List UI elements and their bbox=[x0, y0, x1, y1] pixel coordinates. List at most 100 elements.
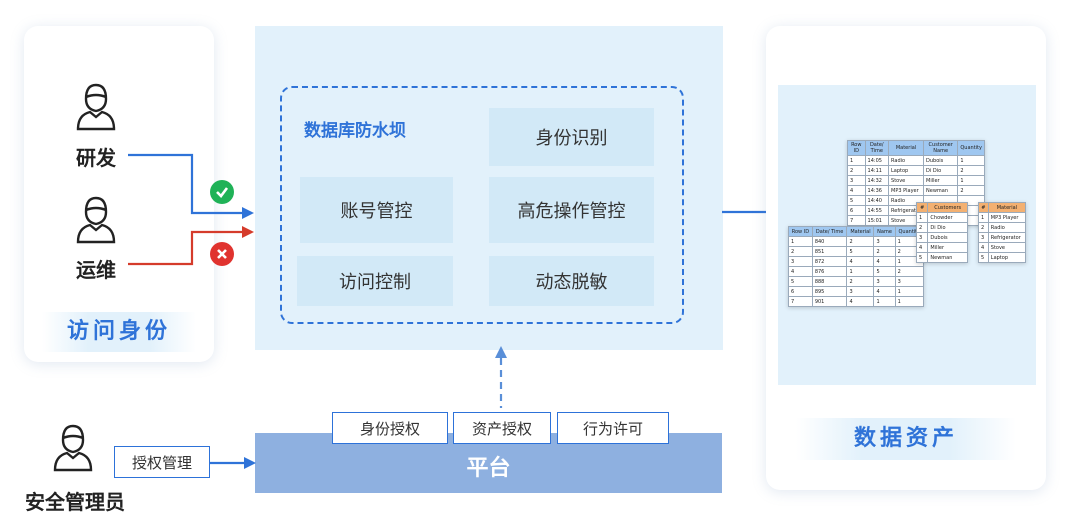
table-cell: 872 bbox=[811, 256, 848, 267]
table-cell: 3 bbox=[873, 236, 896, 247]
table-cell: Di Dio bbox=[922, 165, 959, 176]
feature-access-control: 访问控制 bbox=[297, 256, 453, 306]
table-cell: 2 bbox=[846, 236, 875, 247]
table-cell: Newman bbox=[927, 252, 968, 263]
table-cell: 1 bbox=[978, 212, 989, 223]
table-cell: 2 bbox=[788, 246, 813, 257]
cross-icon bbox=[210, 242, 234, 266]
table-cell: 895 bbox=[811, 286, 848, 297]
table-cell: 1 bbox=[873, 296, 896, 307]
table-cell: 2 bbox=[957, 165, 985, 176]
table-cell: 1 bbox=[846, 266, 875, 277]
table-cell: 1 bbox=[894, 296, 925, 307]
table-cell: Dubois bbox=[922, 155, 959, 166]
table-cell: 3 bbox=[978, 232, 989, 243]
table-cell: 1 bbox=[957, 175, 985, 186]
table-cell: 5 bbox=[788, 276, 813, 287]
table-cell: 14:32 bbox=[864, 175, 890, 186]
table-cell: 2 bbox=[894, 266, 925, 277]
table-cell: 14:55 bbox=[864, 205, 890, 216]
table-cell: 14:36 bbox=[864, 185, 890, 196]
table-cell: Refrigerator bbox=[987, 232, 1027, 243]
admin-label: 安全管理员 bbox=[25, 490, 125, 514]
data-assets-title: 数据资产 bbox=[796, 418, 1016, 460]
table-cell: 2 bbox=[846, 276, 875, 287]
table-cell: 2 bbox=[915, 222, 929, 233]
table-cell: 3 bbox=[894, 276, 925, 287]
table-cell: Miller bbox=[927, 242, 968, 253]
table-cell: Stove bbox=[888, 175, 924, 186]
admin-person-icon bbox=[52, 422, 94, 476]
table-cell: 5 bbox=[847, 195, 866, 206]
table-cell: 5 bbox=[846, 246, 875, 257]
table-cell: 851 bbox=[811, 246, 848, 257]
table-cell: Radio bbox=[987, 222, 1027, 233]
table-cell: 7 bbox=[847, 215, 866, 226]
role-label-ops: 运维 bbox=[76, 258, 116, 282]
table-cell: 1 bbox=[894, 286, 925, 297]
person-icon bbox=[76, 81, 116, 135]
role-label-rd: 研发 bbox=[76, 146, 116, 170]
table-cell: 4 bbox=[846, 296, 875, 307]
table-cell: Radio bbox=[888, 155, 924, 166]
tag-asset-authorization: 资产授权 bbox=[453, 412, 551, 444]
table-cell: Stove bbox=[987, 242, 1027, 253]
table-cell: 3 bbox=[847, 175, 866, 186]
authorization-management-tag: 授权管理 bbox=[114, 446, 210, 478]
table-cell: 888 bbox=[811, 276, 848, 287]
table-cell: 1 bbox=[847, 155, 866, 166]
table-cell: 5 bbox=[915, 252, 929, 263]
table-cell: 7 bbox=[788, 296, 813, 307]
dam-title: 数据库防水坝 bbox=[304, 121, 406, 141]
table-cell: Miller bbox=[922, 175, 959, 186]
table-cell: 876 bbox=[811, 266, 848, 277]
table-cell: 14:11 bbox=[864, 165, 890, 176]
access-identity-card: 研发 运维 访问身份 bbox=[24, 26, 214, 362]
table-cell: 2 bbox=[847, 165, 866, 176]
table-cell: 6 bbox=[788, 286, 813, 297]
table-cell: MP3 Player bbox=[987, 212, 1027, 223]
table-cell: Dubois bbox=[927, 232, 968, 243]
table-cell: 3 bbox=[915, 232, 929, 243]
table-cell: Laptop bbox=[888, 165, 924, 176]
table-cell: 5 bbox=[873, 266, 896, 277]
table-cell: 5 bbox=[978, 252, 989, 263]
table-cell: 901 bbox=[811, 296, 848, 307]
table-cell: 4 bbox=[978, 242, 989, 253]
asset-table-encoded: Row ID Date/ Time Material Name Quantity… bbox=[788, 226, 925, 307]
table-cell: 15:01 bbox=[864, 215, 890, 226]
table-cell: Di Dio bbox=[927, 222, 968, 233]
table-cell: 3 bbox=[846, 286, 875, 297]
table-cell: Newman bbox=[922, 185, 959, 196]
table-cell: 14:05 bbox=[864, 155, 890, 166]
table-cell: 2 bbox=[873, 246, 896, 257]
person-icon bbox=[76, 194, 116, 248]
table-cell: 1 bbox=[957, 155, 985, 166]
table-cell: 4 bbox=[915, 242, 929, 253]
tag-identity-authorization: 身份授权 bbox=[332, 412, 448, 444]
table-cell: 4 bbox=[873, 256, 896, 267]
table-cell: 1 bbox=[915, 212, 929, 223]
platform-to-dam-arrow bbox=[495, 346, 507, 408]
feature-high-risk-control: 高危操作管控 bbox=[489, 177, 654, 243]
dam-dashed-frame bbox=[280, 86, 684, 324]
table-cell: MP3 Player bbox=[888, 185, 924, 196]
table-cell: Chowder bbox=[927, 212, 968, 223]
feature-identity-recognition: 身份识别 bbox=[489, 108, 654, 166]
